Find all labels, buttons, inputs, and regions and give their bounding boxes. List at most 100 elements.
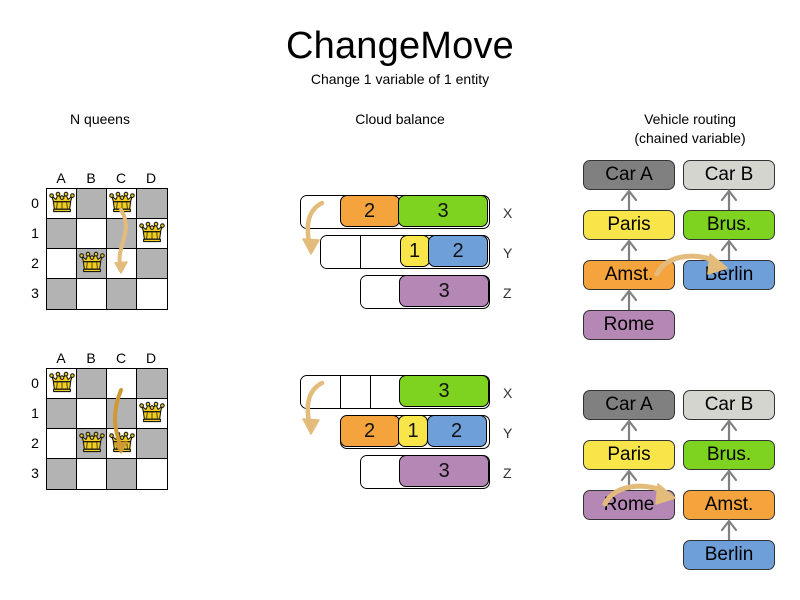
board-cell-D2[interactable] xyxy=(137,429,167,459)
cloud-computer-label-X: X xyxy=(503,205,513,221)
board-cell-D3[interactable] xyxy=(137,459,167,489)
cloud-process-Y-0[interactable]: 2 xyxy=(341,416,400,447)
cloud-computer-label-Y: Y xyxy=(503,245,513,261)
cloud-process-X-2[interactable]: 3 xyxy=(398,196,488,227)
board-cell-B0[interactable] xyxy=(77,189,107,219)
board-cell-A2[interactable] xyxy=(47,249,77,279)
chain-edge xyxy=(620,469,638,490)
board-cell-C0[interactable] xyxy=(107,369,137,399)
cloud-process-Y-3[interactable]: 2 xyxy=(428,236,488,267)
cloud-process-Y-2[interactable]: 1 xyxy=(399,236,430,267)
board-cell-C2[interactable] xyxy=(107,429,137,459)
board-cell-D1[interactable] xyxy=(137,399,167,429)
cloud-process-Z-1[interactable]: 3 xyxy=(399,276,489,307)
cloud-bar-Z[interactable]: 3 xyxy=(360,275,490,309)
chain-edge xyxy=(720,469,738,490)
board-cell-D1[interactable] xyxy=(137,219,167,249)
chain-edge xyxy=(720,419,738,440)
board-cell-C1[interactable] xyxy=(107,219,137,249)
stop-node-brus[interactable]: Brus. xyxy=(683,210,775,240)
board-cell-A2[interactable] xyxy=(47,429,77,459)
cloud-process-Z-0 xyxy=(361,456,401,488)
cloud-computer-label-Z: Z xyxy=(503,465,512,481)
chessboard-grid xyxy=(46,188,168,310)
board-cell-C3[interactable] xyxy=(107,459,137,489)
chessboard-grid xyxy=(46,368,168,490)
board-cell-C2[interactable] xyxy=(107,249,137,279)
cloud-process-Y-1 xyxy=(361,236,401,268)
chain-edge xyxy=(620,289,638,310)
section-header-routing-line2: (chained variable) xyxy=(634,130,746,146)
cloud-process-Z-1[interactable]: 3 xyxy=(399,456,489,487)
vehicle-node-cara[interactable]: Car A xyxy=(583,160,675,190)
board-cell-B3[interactable] xyxy=(77,459,107,489)
stop-node-paris[interactable]: Paris xyxy=(583,210,675,240)
board-cell-B2[interactable] xyxy=(77,429,107,459)
page-title: ChangeMove xyxy=(285,25,515,67)
stop-node-berlin[interactable]: Berlin xyxy=(683,540,775,570)
board-cell-A0[interactable] xyxy=(47,369,77,399)
column-label-B: B xyxy=(86,350,96,366)
column-label-D: D xyxy=(145,170,157,186)
column-label-C: C xyxy=(115,170,127,186)
column-label-A: A xyxy=(56,350,66,366)
vehicle-node-cara[interactable]: Car A xyxy=(583,390,675,420)
board-cell-D3[interactable] xyxy=(137,279,167,309)
row-label-2: 2 xyxy=(31,435,39,451)
cloud-process-Y-2[interactable]: 2 xyxy=(426,416,487,447)
board-cell-C0[interactable] xyxy=(107,189,137,219)
section-header-cloud-balance: Cloud balance xyxy=(355,111,445,127)
stop-node-paris[interactable]: Paris xyxy=(583,440,675,470)
cloud-process-Z-0 xyxy=(361,276,401,308)
cloud-process-X-3[interactable]: 3 xyxy=(399,376,489,407)
stop-node-brus[interactable]: Brus. xyxy=(683,440,775,470)
board-cell-A1[interactable] xyxy=(47,399,77,429)
cloud-process-X-1[interactable]: 2 xyxy=(339,196,400,227)
board-cell-B2[interactable] xyxy=(77,249,107,279)
cloud-process-X-1 xyxy=(340,376,371,408)
column-label-B: B xyxy=(86,170,96,186)
board-cell-A1[interactable] xyxy=(47,219,77,249)
row-label-0: 0 xyxy=(31,195,39,211)
cloud-bar-Z[interactable]: 3 xyxy=(360,455,490,489)
section-header-routing-line1: Vehicle routing xyxy=(644,111,736,127)
cloud-process-Y-1[interactable]: 1 xyxy=(398,416,428,447)
cloud-bar-X[interactable]: 3 xyxy=(300,375,490,409)
board-cell-D0[interactable] xyxy=(137,189,167,219)
section-header-vehicle-routing: Vehicle routing (chained variable) xyxy=(600,110,780,148)
board-cell-A3[interactable] xyxy=(47,459,77,489)
board-cell-B1[interactable] xyxy=(77,399,107,429)
stop-node-berlin[interactable]: Berlin xyxy=(683,260,775,290)
board-cell-B3[interactable] xyxy=(77,279,107,309)
chain-edge xyxy=(620,189,638,210)
vehicle-node-carb[interactable]: Car B xyxy=(683,160,775,190)
row-label-2: 2 xyxy=(31,255,39,271)
chain-edge xyxy=(720,189,738,210)
stop-node-amst[interactable]: Amst. xyxy=(583,260,675,290)
board-cell-C1[interactable] xyxy=(107,399,137,429)
cloud-process-X-0 xyxy=(301,196,341,228)
stop-node-rome[interactable]: Rome xyxy=(583,490,675,520)
row-label-3: 3 xyxy=(31,285,39,301)
cloud-computer-label-Z: Z xyxy=(503,285,512,301)
chain-edge xyxy=(620,239,638,260)
board-cell-C3[interactable] xyxy=(107,279,137,309)
chain-edge xyxy=(620,419,638,440)
cloud-computer-label-Y: Y xyxy=(503,425,513,441)
board-cell-A0[interactable] xyxy=(47,189,77,219)
vehicle-node-carb[interactable]: Car B xyxy=(683,390,775,420)
row-label-1: 1 xyxy=(31,405,39,421)
board-cell-B0[interactable] xyxy=(77,369,107,399)
cloud-process-X-2 xyxy=(370,376,401,408)
board-cell-D2[interactable] xyxy=(137,249,167,279)
stop-node-amst[interactable]: Amst. xyxy=(683,490,775,520)
cloud-process-X-0 xyxy=(301,376,341,408)
stop-node-rome[interactable]: Rome xyxy=(583,310,675,340)
board-cell-D0[interactable] xyxy=(137,369,167,399)
board-cell-A3[interactable] xyxy=(47,279,77,309)
board-cell-B1[interactable] xyxy=(77,219,107,249)
